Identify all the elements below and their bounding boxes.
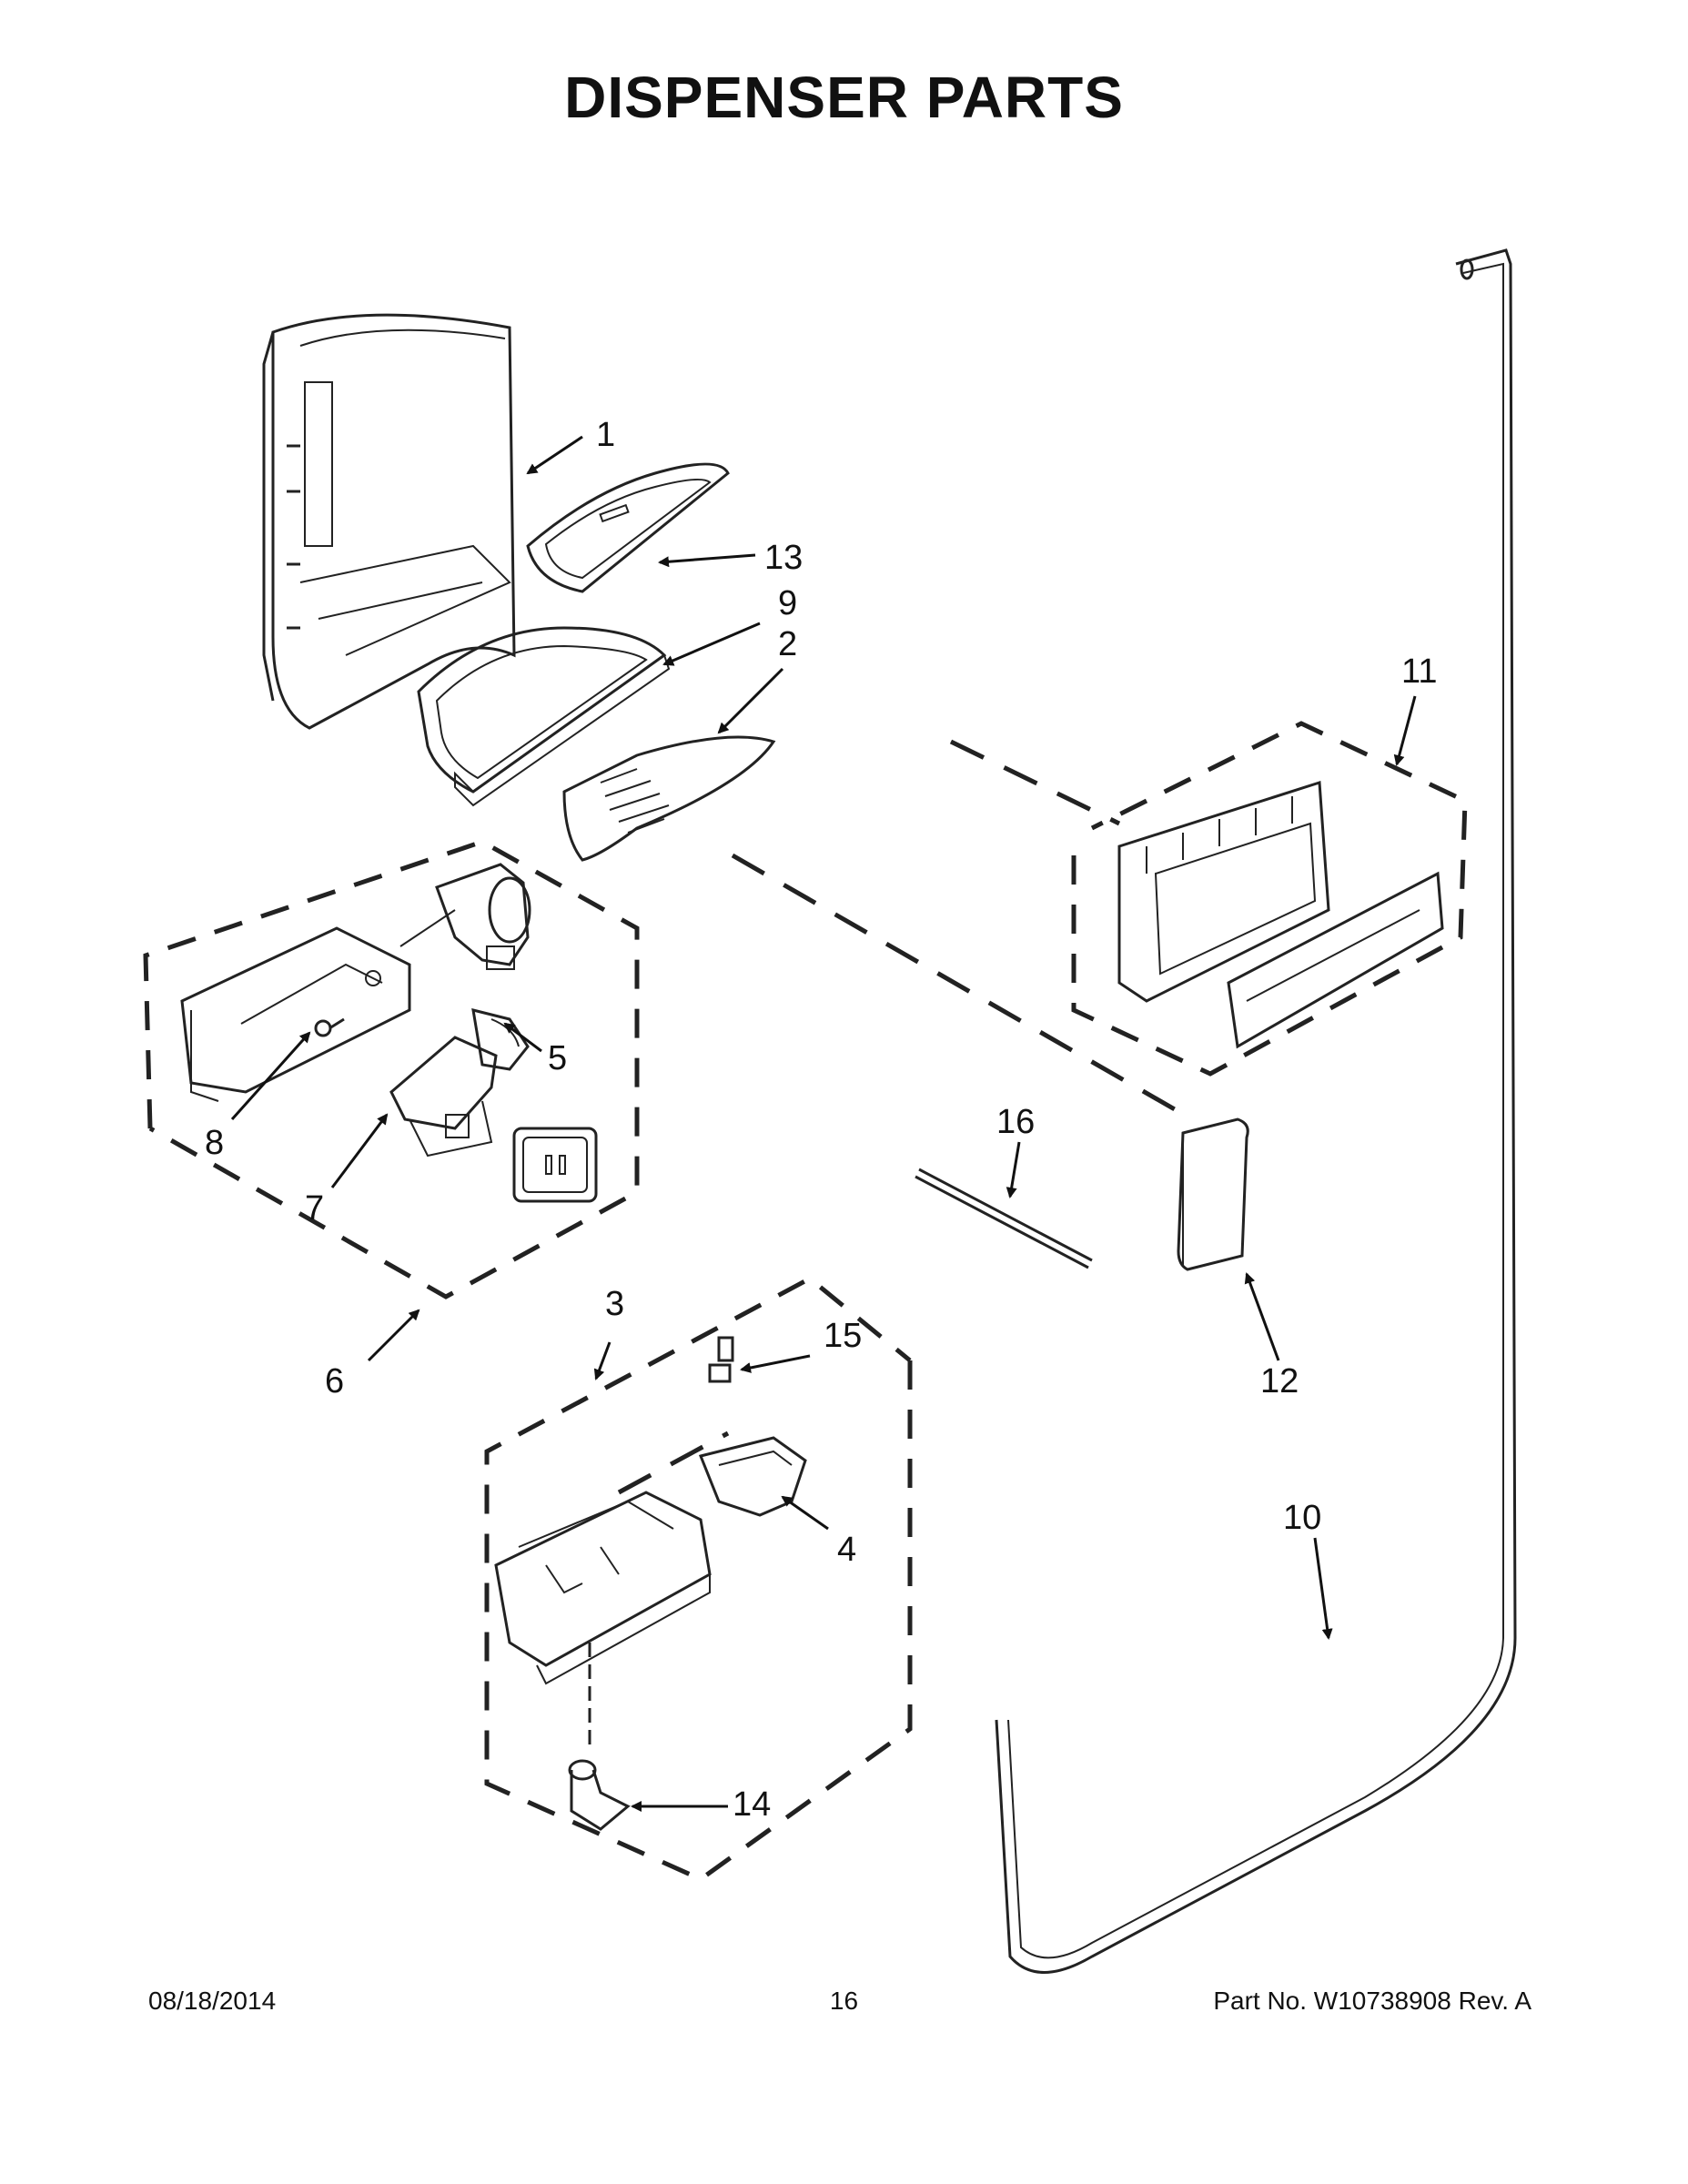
callout-10: 10 — [1283, 1499, 1321, 1537]
dispenser-housing-part — [262, 313, 516, 730]
screw-part-8 — [314, 1017, 345, 1037]
pad-part — [512, 1127, 598, 1203]
rod-part-16 — [915, 1168, 1093, 1269]
callout-5: 5 — [548, 1039, 567, 1077]
assembly-11-outline — [1071, 721, 1468, 1077]
grille-part-2 — [562, 735, 776, 862]
assembly-6-outline — [143, 839, 640, 1299]
footer-part-number: Part No. W10738908 Rev. A — [1213, 1987, 1531, 2015]
motor-part — [399, 863, 531, 970]
callout-4: 4 — [837, 1531, 856, 1569]
connector-part-15 — [708, 1336, 734, 1383]
callout-1: 1 — [596, 416, 615, 454]
callout-13: 13 — [764, 539, 803, 577]
actuator-part-7 — [389, 1036, 498, 1158]
switch-part-5 — [471, 1007, 530, 1071]
leader-arrows — [230, 435, 1417, 1812]
callout-16: 16 — [996, 1103, 1035, 1141]
callout-6: 6 — [325, 1362, 344, 1400]
callout-2: 2 — [778, 625, 797, 663]
water-tube-part-10 — [995, 248, 1517, 1974]
callout-15: 15 — [824, 1317, 862, 1355]
trim-part-13 — [526, 462, 730, 593]
callout-14: 14 — [733, 1785, 771, 1824]
page-title: DISPENSER PARTS — [564, 65, 1124, 130]
callout-8: 8 — [205, 1124, 224, 1162]
callout-7: 7 — [305, 1189, 324, 1228]
dispenser-module-part — [494, 1491, 712, 1685]
paddle-part-12 — [1177, 1117, 1249, 1271]
callout-3: 3 — [605, 1285, 624, 1323]
frame-part-9 — [417, 626, 671, 807]
bracket-part — [180, 926, 411, 1102]
alignment-lines — [617, 739, 1194, 1495]
footer-date: 08/18/2014 — [148, 1987, 277, 2015]
callout-11: 11 — [1401, 652, 1437, 691]
callout-12: 12 — [1260, 1362, 1299, 1400]
assembly-3-outline — [484, 1276, 913, 1882]
callout-9: 9 — [778, 584, 797, 622]
fitting-part-14 — [568, 1643, 631, 1831]
control-board-part — [1117, 780, 1444, 1049]
footer-page-number: 16 — [829, 1987, 859, 2015]
